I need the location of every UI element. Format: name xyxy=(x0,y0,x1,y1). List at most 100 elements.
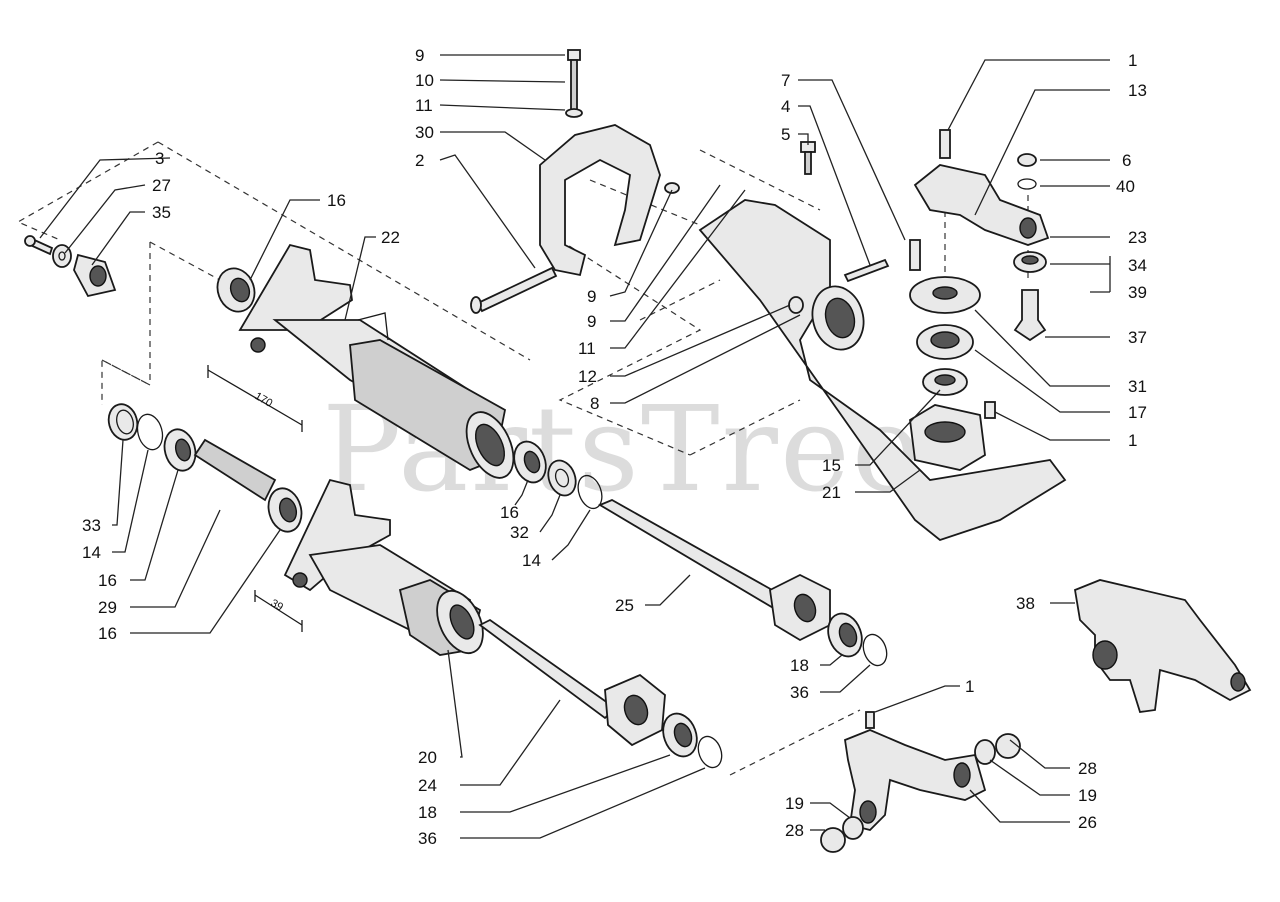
label-15: 15 xyxy=(822,456,841,475)
label-12: 12 xyxy=(578,367,597,386)
label-6: 6 xyxy=(1122,151,1131,170)
part-nut-12 xyxy=(788,296,804,314)
label-36-lower: 36 xyxy=(418,829,437,848)
part-snap-ring-14-left xyxy=(136,413,164,451)
label-14-left: 14 xyxy=(82,543,101,562)
label-8: 8 xyxy=(590,394,599,413)
part-cap-28-left xyxy=(820,827,846,853)
part-bearing-18-lower xyxy=(662,712,698,758)
part-axle-tube-lower-20 xyxy=(283,478,484,656)
part-bushing-34-39 xyxy=(1013,251,1047,273)
dimension-label-39: 39 xyxy=(269,597,286,614)
part-bolt-4 xyxy=(843,258,890,283)
label-35: 35 xyxy=(152,203,171,222)
label-23: 23 xyxy=(1128,228,1147,247)
part-washer-40 xyxy=(1017,178,1037,190)
label-32: 32 xyxy=(510,523,529,542)
part-ring-36-lower xyxy=(697,735,723,769)
part-bushing-19-left xyxy=(842,816,864,840)
part-bearing-16-mid xyxy=(513,440,547,484)
label-27: 27 xyxy=(152,176,171,195)
part-snap-ring-14-mid xyxy=(577,474,603,510)
part-bushing-19-right xyxy=(974,739,996,765)
label-38: 38 xyxy=(1016,594,1035,613)
part-bearing-16-lower xyxy=(267,487,303,533)
part-nut-9 xyxy=(664,182,680,194)
part-grease-fitting-1-top xyxy=(939,129,951,159)
part-labels: 9 10 11 30 2 3 27 35 16 22 9 9 11 12 8 7… xyxy=(82,46,1147,848)
label-22: 22 xyxy=(381,228,400,247)
label-21: 21 xyxy=(822,483,841,502)
part-bearing-16-left xyxy=(163,428,197,472)
label-37: 37 xyxy=(1128,328,1147,347)
part-pin-37 xyxy=(1013,289,1047,342)
part-bushing-35 xyxy=(73,253,117,298)
part-steering-arm-26 xyxy=(844,729,987,831)
label-24: 24 xyxy=(418,776,437,795)
label-28-left: 28 xyxy=(785,821,804,840)
label-5: 5 xyxy=(781,125,790,144)
part-bearing-18-right xyxy=(827,612,863,658)
label-18-lower: 18 xyxy=(418,803,437,822)
label-34: 34 xyxy=(1128,256,1147,275)
label-26: 26 xyxy=(1078,813,1097,832)
label-1-top: 1 xyxy=(1128,51,1137,70)
part-nut-6 xyxy=(1017,153,1037,167)
label-3: 3 xyxy=(155,149,164,168)
part-grease-fitting-1-bottom xyxy=(865,711,875,729)
part-spacer-29 xyxy=(193,438,277,502)
part-steering-arm-38 xyxy=(1073,579,1252,713)
label-28-right: 28 xyxy=(1078,759,1097,778)
label-7: 7 xyxy=(781,71,790,90)
label-10: 10 xyxy=(415,71,434,90)
part-bolt-5 xyxy=(800,141,816,175)
part-shaft-24 xyxy=(478,618,666,747)
part-bearing-16-top xyxy=(216,267,256,313)
dimension-170: 170 xyxy=(207,365,303,432)
part-housing-21 xyxy=(698,199,1067,542)
label-2: 2 xyxy=(415,151,424,170)
label-13: 13 xyxy=(1128,81,1147,100)
label-25: 25 xyxy=(615,596,634,615)
part-bearing-17 xyxy=(916,324,974,360)
part-grease-fitting-1-mid xyxy=(984,401,996,419)
assembly-guide-lines xyxy=(16,141,1029,776)
dimension-39: 39 xyxy=(254,590,303,632)
part-seal-32 xyxy=(547,459,577,497)
label-17: 17 xyxy=(1128,403,1147,422)
part-steering-arm-23 xyxy=(913,164,1050,246)
label-1-mid: 1 xyxy=(1128,431,1137,450)
part-axle-tube-upper-22 xyxy=(238,243,515,479)
label-20: 20 xyxy=(418,748,437,767)
part-bolt-2 xyxy=(470,266,558,314)
label-16-lower: 16 xyxy=(98,624,117,643)
part-flange-31 xyxy=(909,276,981,314)
label-1-bottom: 1 xyxy=(965,677,974,696)
part-pin-7 xyxy=(909,239,921,271)
label-19-right: 19 xyxy=(1078,786,1097,805)
part-bolt-3 xyxy=(24,235,54,256)
label-16-left: 16 xyxy=(98,571,117,590)
label-31: 31 xyxy=(1128,377,1147,396)
label-16-mid: 16 xyxy=(500,503,519,522)
part-bearing-15 xyxy=(922,368,968,396)
label-4: 4 xyxy=(781,97,790,116)
label-33: 33 xyxy=(82,516,101,535)
label-19-left: 19 xyxy=(785,794,804,813)
label-18-right: 18 xyxy=(790,656,809,675)
label-9-c: 9 xyxy=(587,312,596,331)
label-11-b: 11 xyxy=(578,339,596,358)
label-39: 39 xyxy=(1128,283,1147,302)
part-ring-33 xyxy=(107,403,139,441)
label-9-b: 9 xyxy=(587,287,596,306)
label-16-top: 16 xyxy=(327,191,346,210)
part-shaft-25 xyxy=(598,499,831,642)
label-36-right: 36 xyxy=(790,683,809,702)
label-11: 11 xyxy=(415,96,433,115)
label-40: 40 xyxy=(1116,177,1135,196)
part-cap-28-right xyxy=(995,733,1021,759)
label-30: 30 xyxy=(415,123,434,142)
label-9: 9 xyxy=(415,46,424,65)
part-ring-36-right xyxy=(862,633,888,667)
